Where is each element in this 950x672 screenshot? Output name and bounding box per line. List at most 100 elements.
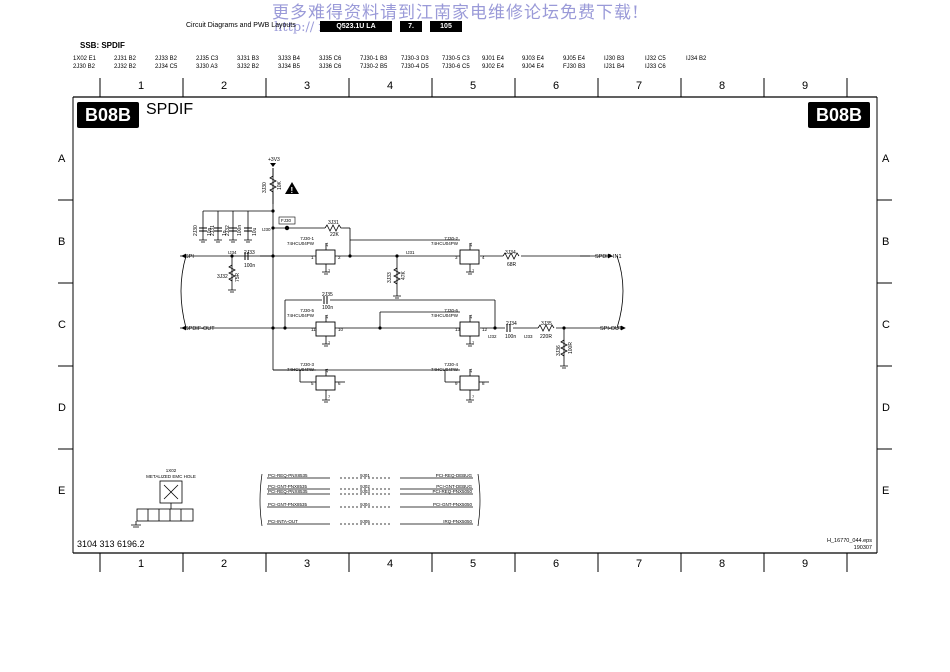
capacitor-value: 100n: [237, 225, 243, 236]
reference-text: 3J36 C6: [319, 64, 342, 70]
capacitor-value: 100n: [505, 334, 516, 340]
jumper-right-net: PCI-GNT-DEBUG: [436, 484, 472, 489]
column-label: 1: [137, 558, 145, 570]
gate-type: 74HCU04PW: [431, 367, 459, 372]
reference-text: 2J32 B2: [114, 64, 137, 70]
row-label: A: [58, 153, 66, 165]
ij34-label: IJ34: [228, 250, 237, 255]
resistor-value: 10K: [277, 180, 283, 190]
capacitor-value: 100n: [244, 263, 255, 269]
jumper-right-net: IRQ-PNX5050: [443, 519, 472, 524]
column-label: 9: [801, 80, 809, 92]
resistor-value: 22K: [330, 232, 340, 238]
jumper-ref: 9J05: [360, 519, 370, 524]
resistor-value: 47K: [401, 270, 407, 280]
gate-type: 74HCU04PW: [431, 313, 459, 318]
row-label: C: [882, 319, 890, 331]
column-label: 5: [469, 558, 477, 570]
capacitor-ref: 2J30: [193, 225, 199, 236]
reference-text: IJ34 B2: [686, 56, 707, 62]
gate-pin: 1: [311, 255, 314, 260]
reference-text: IJ32 C5: [645, 56, 666, 62]
reference-text: 7J30-1 B3: [360, 56, 388, 62]
ij32-label: IJ32: [488, 334, 497, 339]
gate-pin: 14: [468, 314, 473, 319]
reference-text: IJ30 B3: [604, 56, 625, 62]
gate-pin: 7: [328, 268, 331, 273]
column-label: 7: [635, 558, 643, 570]
gate-ref: 7J30-3: [300, 362, 314, 367]
column-label: 1: [137, 80, 145, 92]
reference-entry: 9J01 E4 9J02 E4: [482, 55, 504, 71]
reference-text: 1X02 E1: [73, 56, 97, 62]
document-number: 3104 313 6196.2: [77, 539, 145, 549]
column-label: 9: [801, 558, 809, 570]
gate-pin: 14: [468, 242, 473, 247]
capacitor-value: 10u: [252, 227, 258, 236]
gate-pin: 11: [311, 327, 316, 332]
reference-text: 9J01 E4: [482, 56, 505, 62]
row-label: B: [58, 236, 66, 248]
resistor-value: 220R: [540, 334, 552, 340]
reference-text: IJ33 C6: [645, 64, 666, 70]
gate-ref: 7J30-6: [444, 308, 458, 313]
reference-text: 2J34 C5: [155, 64, 178, 70]
column-label: 2: [220, 80, 228, 92]
header-model: Q523.1U LA: [320, 21, 392, 32]
row-label: A: [882, 153, 890, 165]
row-label: D: [882, 402, 890, 414]
reference-text: 9J02 E4: [482, 64, 505, 70]
net-spi-out: SPI-OUT: [600, 326, 623, 332]
gate-pin: 8: [482, 381, 485, 386]
resistor-ref: 3J32: [217, 274, 228, 280]
row-label: C: [58, 319, 66, 331]
emc-hole: [135, 480, 194, 525]
gate-pin: 2: [338, 255, 341, 260]
gate-pin: 7: [472, 340, 475, 345]
sheet-code-left: B08B: [77, 102, 139, 128]
jumper-right-net: PCI-REQ-DEBUG: [436, 473, 473, 478]
gate-pin: 6: [338, 381, 341, 386]
column-label: 4: [386, 80, 394, 92]
gate-pin: 12: [482, 327, 488, 332]
resistor-ref: 3J35: [541, 321, 552, 327]
column-label: 2: [220, 558, 228, 570]
sheet-code-right: B08B: [808, 102, 870, 128]
gate-pin: 14: [324, 314, 329, 319]
reference-text: 7J30-6 C5: [442, 64, 470, 70]
capacitor-ref: 2J32: [225, 225, 231, 236]
jumper-right-net: PCI-GNT-PNX5050: [433, 502, 473, 507]
jumper-ref: 9J04: [360, 502, 370, 507]
resistor-ref: 3J30: [262, 182, 268, 193]
jumper-ref: 9J03: [360, 489, 370, 494]
ssb-title: SSB: SPDIF: [80, 41, 125, 50]
warning-icon: [285, 182, 299, 194]
capacitor-ref: 2J34: [506, 321, 517, 327]
column-label: 7: [635, 80, 643, 92]
gate-pin: 5: [311, 381, 314, 386]
reference-text: 2J31 B2: [114, 56, 137, 62]
gate-type: 74HCU04PW: [287, 367, 315, 372]
jumper-ref: 9J02: [360, 484, 370, 489]
gate-ref: 7J30-5: [300, 308, 314, 313]
gate-pin: 7: [328, 394, 331, 399]
supply-label: +3V3: [268, 157, 280, 163]
gate-pin: 7: [472, 268, 475, 273]
reference-text: 2J35 C3: [196, 56, 219, 62]
column-label: 3: [303, 80, 311, 92]
reference-text: 3J30 A3: [196, 64, 218, 70]
jumper-right-net: PCI-REQ-PNX5050: [432, 489, 472, 494]
resistor-value: 100R: [568, 342, 574, 354]
gate-ref: 7J30-4: [444, 362, 458, 367]
reference-text: 9J03 E4: [522, 56, 545, 62]
reference-entry: 2J35 C3 3J30 A3: [196, 55, 218, 71]
ij30-label: IJ30: [262, 227, 271, 232]
gate-pin: 13: [455, 327, 461, 332]
eps-date: 190307: [853, 545, 872, 551]
column-label: 4: [386, 558, 394, 570]
net-spi: SPI: [185, 254, 194, 260]
gate-type: 74HCU04PW: [287, 241, 315, 246]
